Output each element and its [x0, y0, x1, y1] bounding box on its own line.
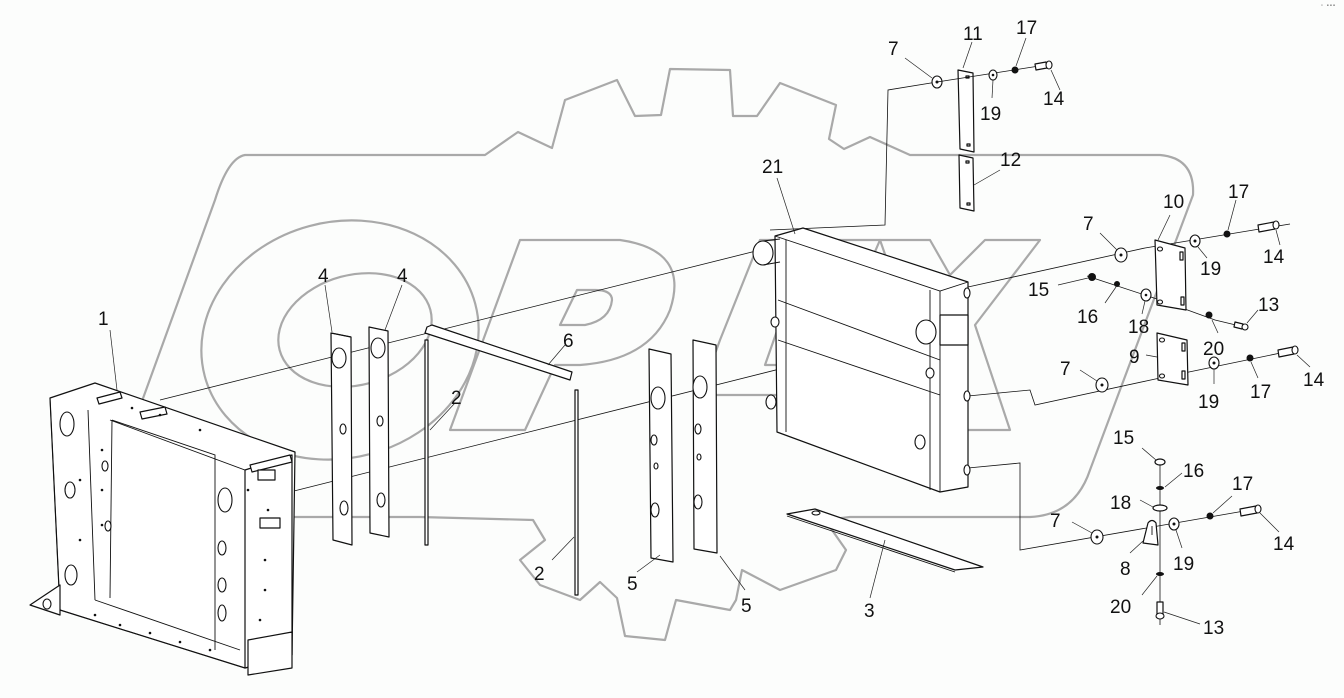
part-5-plate-b[interactable]: 5: [692, 339, 752, 617]
part-7-cushion-ru[interactable]: 7: [1083, 214, 1128, 263]
part-10-bracket[interactable]: 10: [1154, 192, 1187, 311]
part-19-washer-rl[interactable]: 19: [1168, 517, 1194, 575]
part-19-washer-rm[interactable]: 19: [1198, 356, 1220, 413]
part-15-nut-rl[interactable]: 15: [1113, 428, 1166, 466]
callout-15-ru[interactable]: 15: [1028, 280, 1049, 301]
callout-11[interactable]: 11: [963, 24, 983, 45]
part-16-washer-rl[interactable]: 16: [1156, 461, 1204, 490]
callout-14-top[interactable]: 14: [1043, 89, 1065, 110]
part-17-washer-top[interactable]: 17: [1011, 18, 1038, 74]
callout-6[interactable]: 6: [563, 331, 574, 352]
corner-mark: ▫ ▪▪▪: [1320, 3, 1336, 9]
part-17-washer-rm[interactable]: 17: [1246, 354, 1272, 404]
part-18-washer-rl[interactable]: 18: [1110, 493, 1168, 514]
part-19-washer-top[interactable]: 19: [980, 69, 1001, 125]
part-20-washer-rl[interactable]: 20: [1110, 572, 1164, 618]
part-9-bracket[interactable]: 9: [1129, 332, 1189, 386]
callout-19-ru[interactable]: 19: [1200, 259, 1221, 280]
assembly-axes: [159, 81, 1296, 625]
part-13-bolt-rl[interactable]: 13: [1155, 601, 1224, 639]
callout-7-top[interactable]: 7: [888, 39, 899, 60]
callout-12[interactable]: 12: [1000, 150, 1021, 171]
part-12-strap[interactable]: 12: [958, 150, 1021, 212]
callout-10[interactable]: 10: [1163, 192, 1184, 213]
callout-5b[interactable]: 5: [741, 596, 752, 617]
callout-2b[interactable]: 2: [534, 564, 545, 585]
callout-17-ru[interactable]: 17: [1228, 182, 1249, 203]
watermark-letter-p: [448, 238, 676, 432]
callout-4b[interactable]: 4: [397, 266, 408, 287]
callout-7-rm[interactable]: 7: [1060, 359, 1071, 380]
callout-14-rm[interactable]: 14: [1303, 370, 1325, 391]
part-2-strip-b[interactable]: 2: [534, 389, 579, 596]
part-21-radiator[interactable]: 21: [752, 157, 971, 493]
callout-2a[interactable]: 2: [451, 388, 462, 409]
right-middle-group: 9 7 19 17 14: [1060, 332, 1325, 413]
callout-3[interactable]: 3: [864, 601, 875, 622]
callout-16-rl[interactable]: 16: [1183, 461, 1204, 482]
callout-8[interactable]: 8: [1120, 559, 1131, 580]
callout-7-rl[interactable]: 7: [1050, 511, 1061, 532]
part-17-washer-rl[interactable]: 17: [1206, 474, 1254, 520]
callout-14-rl[interactable]: 14: [1273, 534, 1295, 555]
part-13-bolt-ru[interactable]: 13: [1233, 295, 1279, 331]
top-mount-group: 7 11 19 17 14 12: [888, 18, 1065, 212]
callout-19-rl[interactable]: 19: [1173, 554, 1194, 575]
part-14-bolt-rl[interactable]: 14: [1239, 504, 1295, 555]
part-14-bolt-rm[interactable]: 14: [1277, 345, 1325, 391]
callout-20-ru[interactable]: 20: [1203, 339, 1224, 360]
callout-16-ru[interactable]: 16: [1077, 307, 1098, 328]
part-2-strip-a[interactable]: 2: [424, 339, 462, 546]
part-20-washer-ru[interactable]: 20: [1203, 311, 1224, 361]
callout-18-rl[interactable]: 18: [1110, 493, 1131, 514]
part-5-plate-a[interactable]: 5: [627, 348, 674, 595]
callout-5a[interactable]: 5: [627, 574, 638, 595]
callout-17-rm[interactable]: 17: [1250, 382, 1271, 403]
part-14-bolt-ru[interactable]: 14: [1257, 220, 1285, 268]
part-7-cushion-top[interactable]: 7: [888, 39, 943, 89]
part-7-cushion-rm[interactable]: 7: [1060, 359, 1109, 393]
callout-15-rl[interactable]: 15: [1113, 428, 1134, 449]
part-1-frame[interactable]: 1: [29, 309, 296, 676]
callout-7-ru[interactable]: 7: [1083, 214, 1094, 235]
part-7-cushion-rl[interactable]: 7: [1050, 511, 1104, 545]
part-15-nut-ru[interactable]: 15: [1028, 273, 1096, 301]
callout-18-ru[interactable]: 18: [1128, 317, 1149, 338]
part-16-washer-ru[interactable]: 16: [1077, 281, 1120, 328]
callout-9[interactable]: 9: [1129, 347, 1140, 368]
callout-20-rl[interactable]: 20: [1110, 597, 1131, 618]
callout-17-rl[interactable]: 17: [1232, 474, 1253, 495]
part-11-strap[interactable]: 11: [957, 24, 983, 153]
callout-21[interactable]: 21: [762, 157, 783, 178]
part-3-bottom-plate[interactable]: 3: [786, 508, 984, 622]
part-4-plate-a[interactable]: 4: [318, 266, 353, 546]
part-19-washer-ru[interactable]: 19: [1189, 234, 1221, 280]
part-8-bracket[interactable]: 8: [1120, 519, 1159, 581]
callout-19-top[interactable]: 19: [980, 104, 1001, 125]
callout-13-ru[interactable]: 13: [1258, 295, 1279, 316]
callout-17-top[interactable]: 17: [1016, 18, 1037, 39]
part-18-washer-ru[interactable]: 18: [1128, 288, 1152, 338]
callout-1[interactable]: 1: [98, 309, 109, 330]
part-4-plate-b[interactable]: 4: [368, 266, 408, 538]
part-6-bar[interactable]: 6: [424, 324, 574, 381]
callout-19-rm[interactable]: 19: [1198, 392, 1219, 413]
right-upper-group: 7 10 19 17 14 15: [1028, 182, 1285, 360]
callout-14-ru[interactable]: 14: [1263, 247, 1285, 268]
callout-13-rl[interactable]: 13: [1203, 618, 1224, 639]
callout-4a[interactable]: 4: [318, 266, 329, 287]
right-lower-group: 15 16 18 8 7 19: [1050, 428, 1295, 639]
part-17-washer-ru[interactable]: 17: [1223, 182, 1250, 238]
part-14-bolt-top[interactable]: 14: [1034, 60, 1065, 110]
watermark-letter-o-inner: [277, 272, 433, 388]
